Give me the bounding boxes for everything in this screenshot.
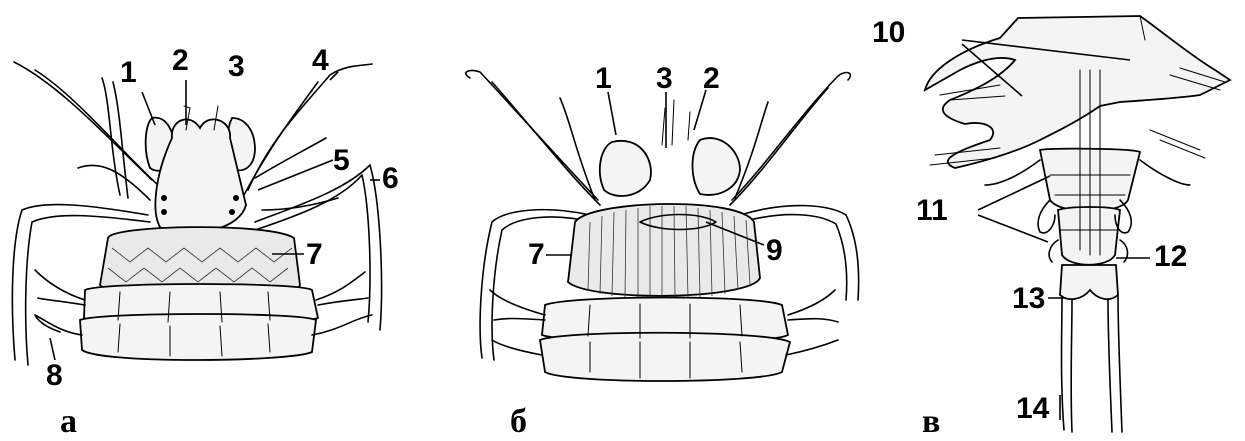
label-a-1: 1	[120, 56, 137, 89]
label-a-6: 6	[382, 162, 399, 195]
label-a-4: 4	[312, 44, 329, 77]
label-a-3: 3	[228, 50, 245, 83]
label-a-5: 5	[333, 144, 350, 177]
panel-a-drawing	[12, 62, 381, 365]
label-a-7: 7	[306, 238, 323, 271]
label-a-2: 2	[172, 44, 189, 77]
label-a-8: 8	[46, 359, 63, 392]
label-v-11: 11	[916, 194, 948, 227]
panel-letter-a: а	[60, 403, 77, 440]
label-b-7: 7	[528, 238, 545, 271]
label-v-14: 14	[1016, 392, 1050, 425]
panel-v-drawing	[925, 16, 1230, 432]
panel-b-drawing	[466, 70, 859, 381]
label-b-1: 1	[595, 62, 612, 95]
label-v-13: 13	[1012, 282, 1045, 315]
panel-letter-v: в	[922, 403, 940, 440]
label-v-12: 12	[1154, 240, 1187, 273]
label-b-9: 9	[766, 234, 783, 267]
panel-letter-b: б	[510, 403, 527, 440]
panel-letters: а б в	[60, 403, 940, 440]
label-b-3: 3	[656, 62, 673, 95]
label-b-2: 2	[703, 62, 720, 95]
label-v-10: 10	[872, 16, 905, 49]
